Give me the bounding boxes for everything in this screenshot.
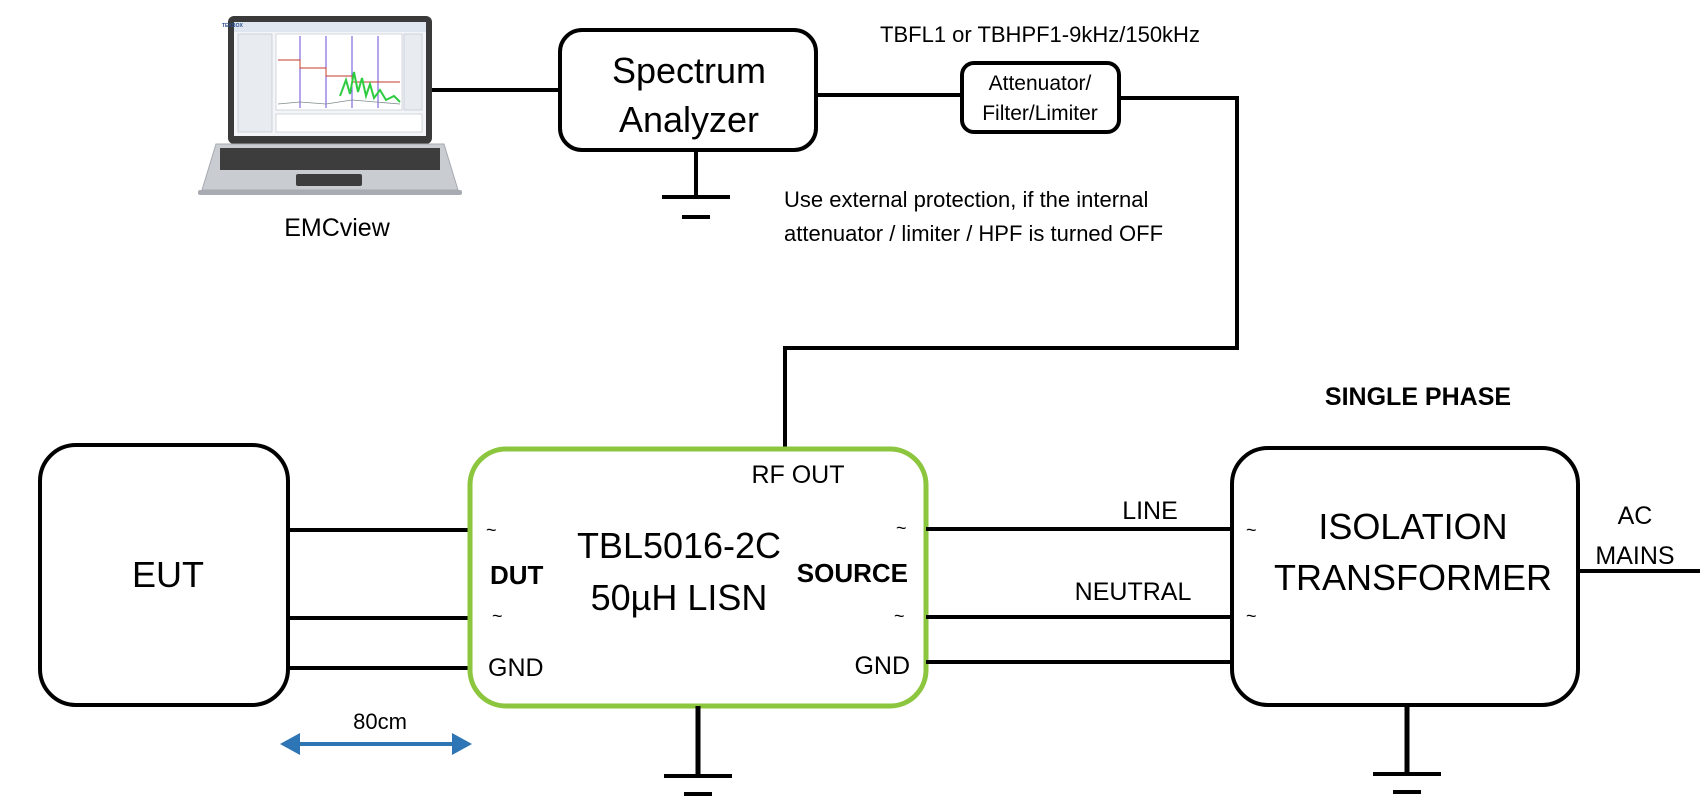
gnd-right-label: GND xyxy=(854,652,910,680)
transformer-line2: TRANSFORMER xyxy=(1274,557,1552,598)
lisn-description: 50µH LISN xyxy=(591,577,768,618)
eut-label: EUT xyxy=(132,554,204,595)
distance-label: 80cm xyxy=(353,709,407,734)
dut-line-tilde: ~ xyxy=(486,520,497,540)
spectrum-analyzer-line2: Analyzer xyxy=(619,99,759,140)
ac-mains-line1: AC xyxy=(1618,502,1653,530)
dut-label: DUT xyxy=(490,560,544,590)
transformer-line1: ISOLATION xyxy=(1318,506,1507,547)
protection-note-line2: attenuator / limiter / HPF is turned OFF xyxy=(784,221,1163,246)
protection-note-line1: Use external protection, if the internal xyxy=(784,187,1148,212)
distance-arrow-icon xyxy=(280,733,472,755)
source-neutral-tilde: ~ xyxy=(894,606,905,626)
laptop-label: EMCview xyxy=(284,214,391,242)
transformer-neutral-tilde: ~ xyxy=(1246,606,1257,626)
source-label: SOURCE xyxy=(797,558,908,588)
attenuator-line2: Filter/Limiter xyxy=(982,102,1098,125)
spectrum-analyzer-line1: Spectrum xyxy=(612,50,766,91)
single-phase-label: SINGLE PHASE xyxy=(1325,383,1511,411)
analyzer-ground-icon xyxy=(662,150,730,219)
eut-box xyxy=(38,443,290,707)
ac-mains-line2: MAINS xyxy=(1595,542,1674,570)
lisn-model: TBL5016-2C xyxy=(577,525,781,566)
laptop-icon xyxy=(198,16,462,195)
dut-neutral-tilde: ~ xyxy=(492,606,503,626)
neutral-wire-label: NEUTRAL xyxy=(1075,578,1192,606)
attenuator-line1: Attenuator/ xyxy=(989,72,1092,95)
spectrum-analyzer-box xyxy=(558,28,818,152)
rf-out-label: RF OUT xyxy=(751,461,844,489)
laptop-screen-brand: TEKBOX xyxy=(222,23,244,29)
line-wire-label: LINE xyxy=(1122,497,1178,525)
gnd-left-label: GND xyxy=(488,654,544,682)
transformer-ground-icon xyxy=(1373,705,1441,794)
lisn-ground-icon xyxy=(664,706,732,796)
filter-part-label: TBFL1 or TBHPF1-9kHz/150kHz xyxy=(880,22,1200,47)
source-line-tilde: ~ xyxy=(896,518,907,538)
transformer-line-tilde: ~ xyxy=(1246,520,1257,540)
rf-cable xyxy=(783,96,1239,448)
